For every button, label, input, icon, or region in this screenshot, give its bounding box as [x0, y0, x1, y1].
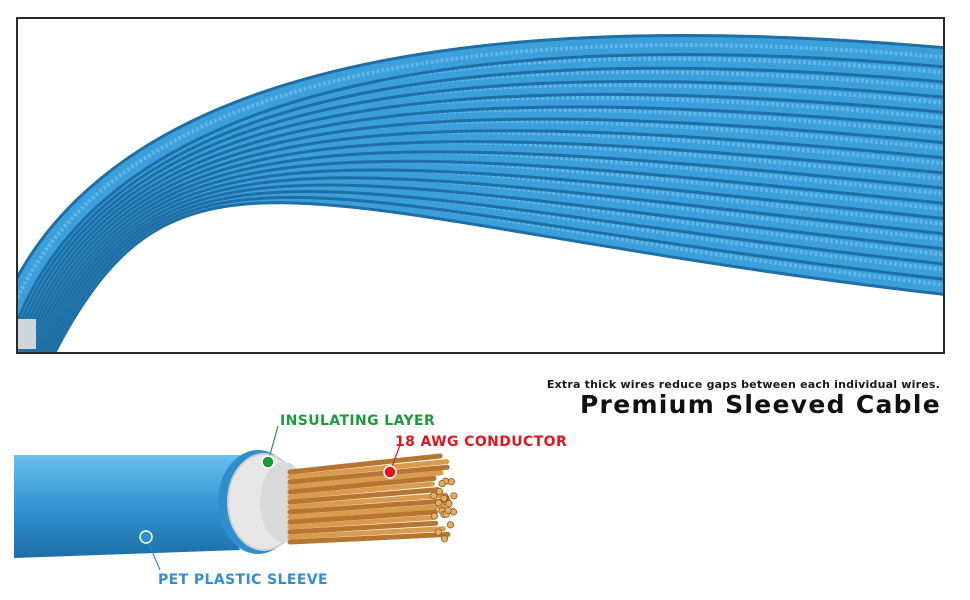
sleeve-weave: [18, 43, 943, 302]
copper-strand: [287, 487, 441, 505]
sleeve-marker: [139, 530, 153, 544]
strand-tip: [430, 491, 438, 500]
strand-tip: [430, 512, 438, 520]
strand-tip: [450, 492, 458, 500]
strand-tip: [445, 500, 453, 508]
insulating-layer-label: INSULATING LAYER: [280, 413, 436, 429]
sleeve-weave: [18, 82, 943, 328]
copper-strand: [287, 470, 444, 490]
copper-strand: [287, 531, 451, 545]
copper-strand: [287, 453, 443, 475]
sleeve-weave: [28, 158, 943, 350]
sleeved-cables-illustration: [18, 19, 943, 352]
tagline: Extra thick wires reduce gaps between ea…: [546, 378, 940, 391]
copper-strands: [287, 453, 458, 545]
copper-strand: [287, 526, 446, 540]
copper-strand: [287, 464, 450, 485]
strand-tip: [446, 521, 455, 529]
strand-tip: [435, 487, 443, 496]
strand-tip: [440, 494, 448, 502]
cable-photo: [16, 17, 945, 354]
conductor-marker: [383, 465, 397, 479]
copper-strand: [287, 509, 439, 525]
pet-sleeve-label: PET PLASTIC SLEEVE: [158, 572, 328, 588]
strand-tip: [447, 478, 455, 486]
headline: Premium Sleeved Cable: [579, 390, 941, 419]
strand-tip: [440, 535, 449, 543]
copper-strand: [287, 459, 450, 480]
copper-strand: [287, 475, 437, 495]
copper-strand: [287, 481, 435, 500]
insulating-marker: [261, 455, 275, 469]
strand-tip: [434, 499, 443, 507]
cable-cross-section: [14, 425, 458, 571]
copper-strand: [287, 515, 435, 530]
pet-sleeve: [14, 455, 240, 558]
sleeve-weave: [18, 70, 943, 319]
copper-strand: [287, 492, 448, 510]
copper-strand: [287, 520, 439, 535]
copper-strand: [287, 503, 446, 520]
copper-strand: [287, 498, 451, 515]
strand-tip: [444, 506, 452, 514]
strand-tip: [434, 528, 442, 536]
conductor-label: 18 AWG CONDUCTOR: [395, 434, 568, 450]
strand-tip: [438, 479, 446, 488]
connector-end: [18, 319, 36, 349]
